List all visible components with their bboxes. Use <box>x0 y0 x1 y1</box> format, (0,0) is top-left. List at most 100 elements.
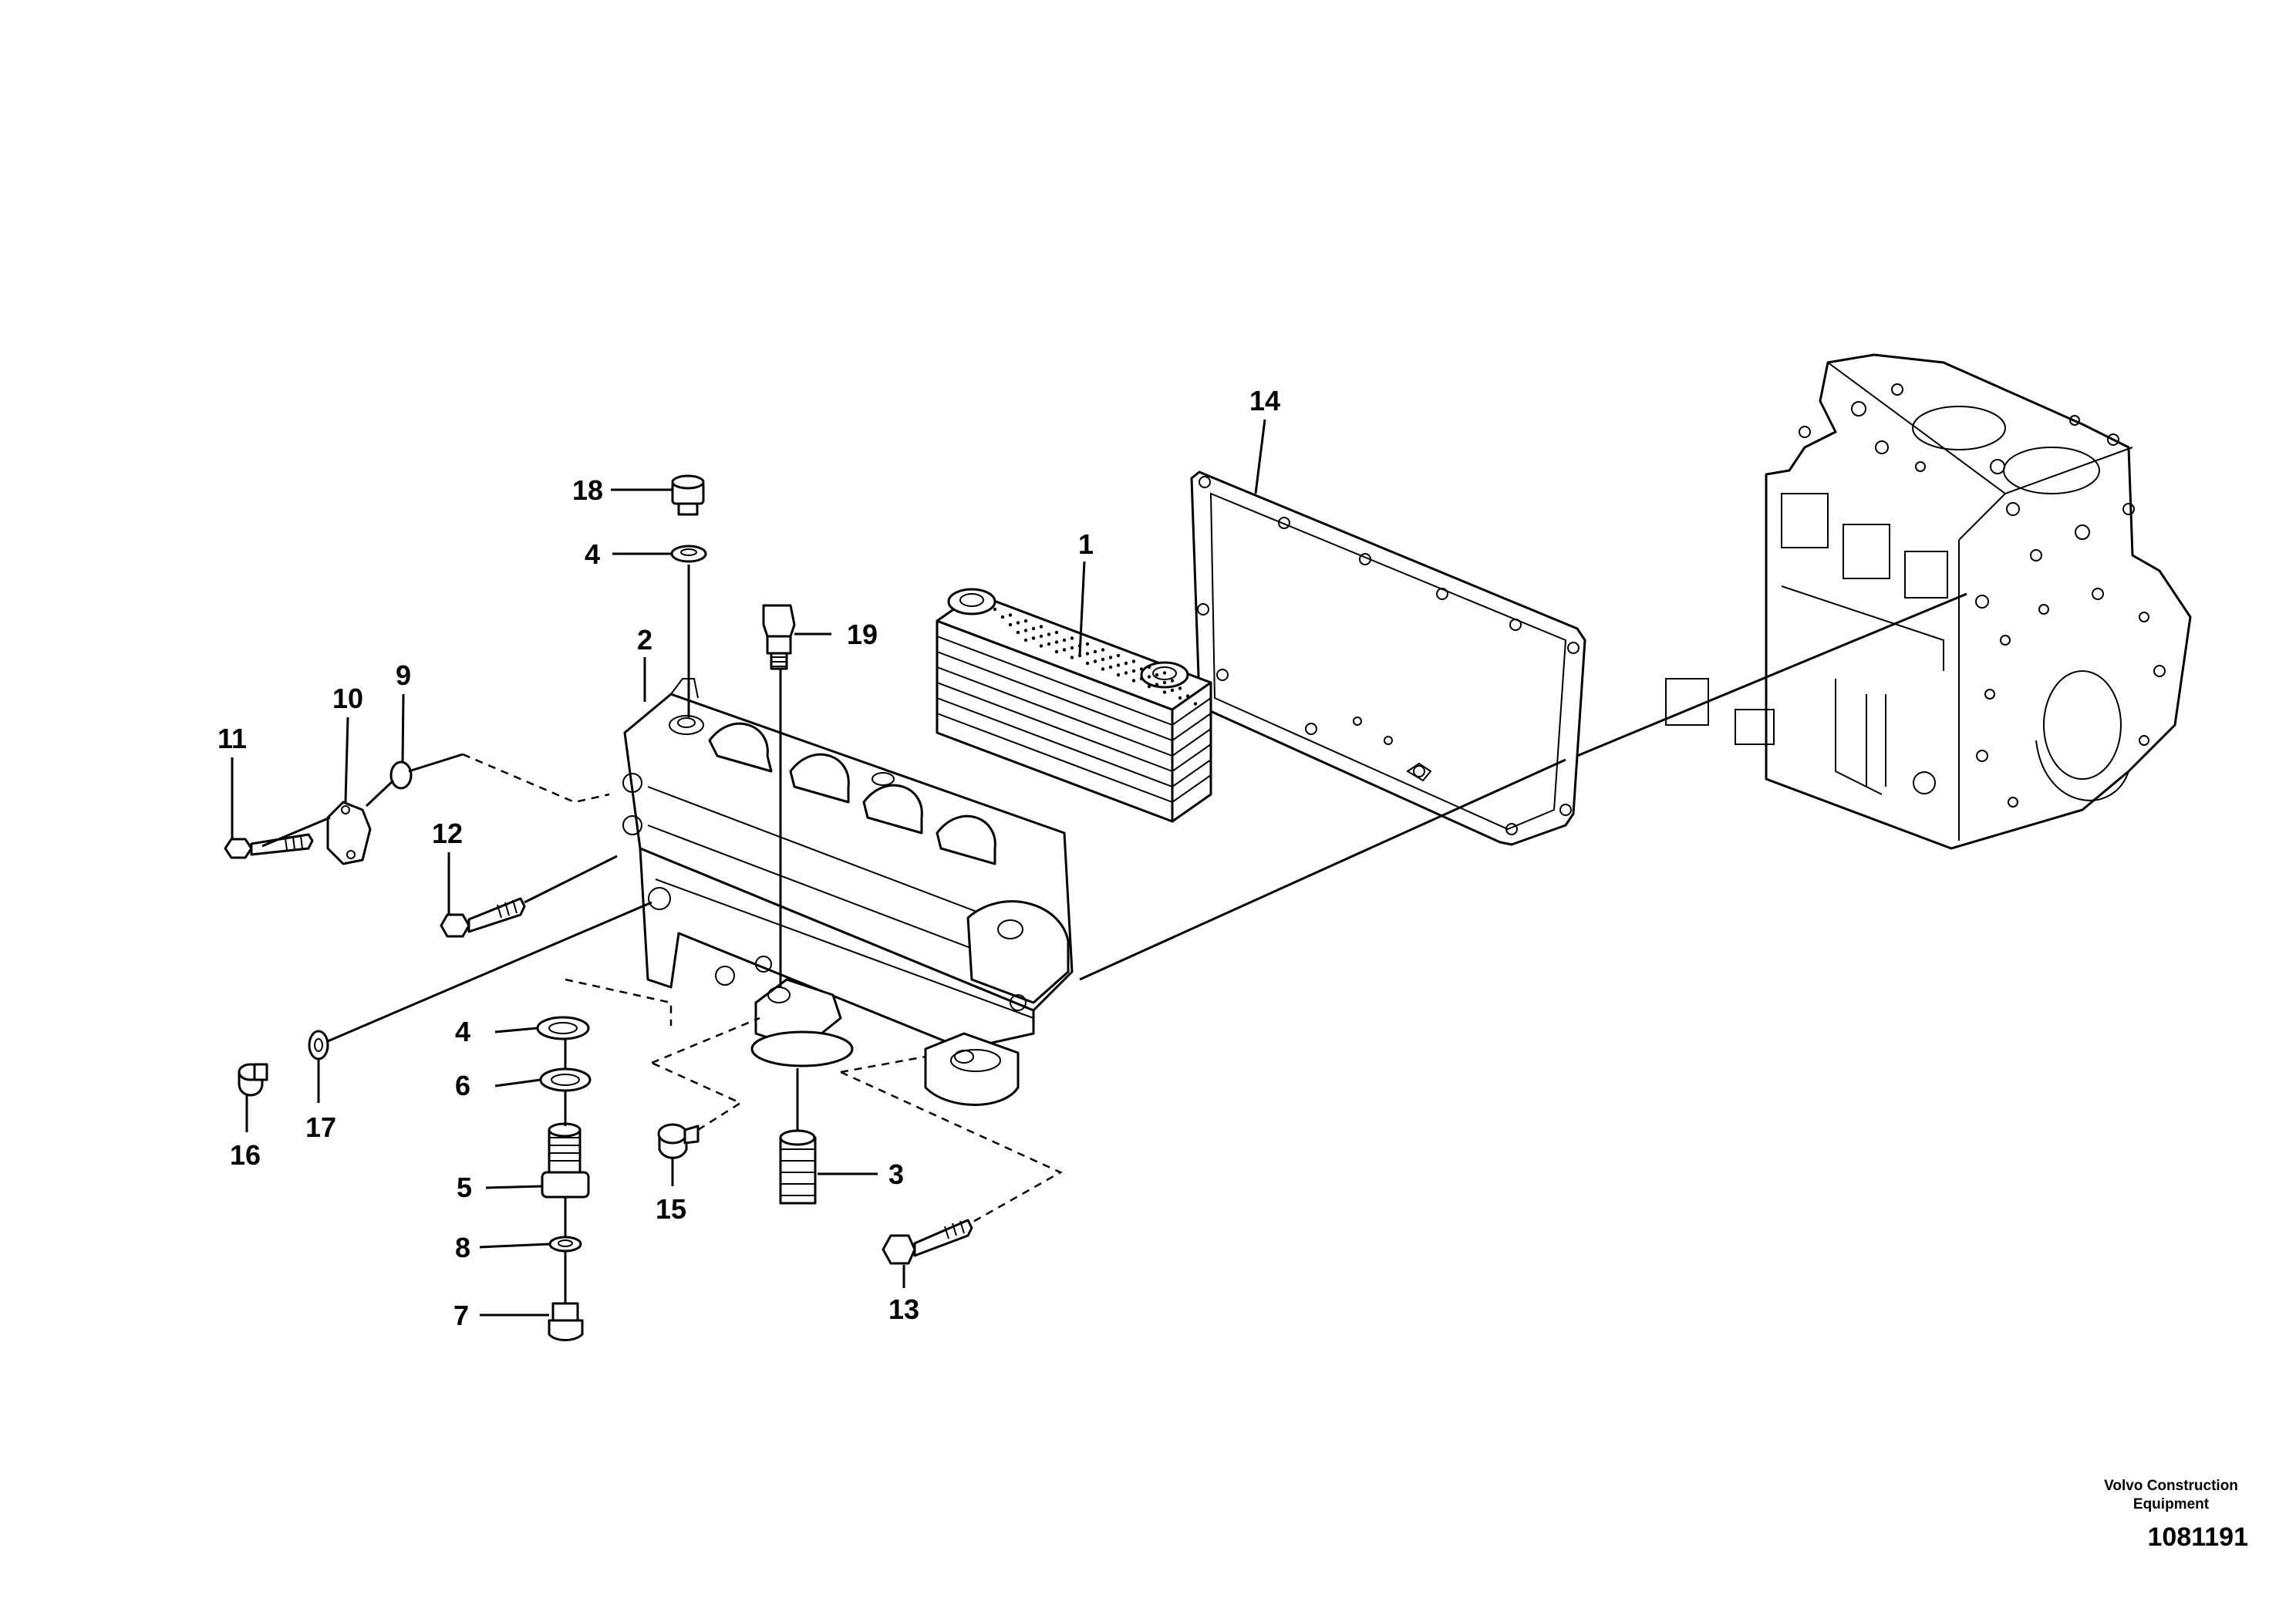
cooler-dot <box>1023 629 1028 632</box>
cooler-dot <box>1170 679 1175 683</box>
callout-5: 5 <box>457 1172 472 1203</box>
callout-10: 10 <box>332 683 363 714</box>
cooler-dot <box>1155 673 1159 677</box>
assembly-lines <box>261 565 1967 1303</box>
cooler-dot <box>1054 649 1059 654</box>
cooler-dot <box>1162 671 1167 675</box>
callout-18: 18 <box>572 474 603 506</box>
plug-part-7 <box>548 1302 584 1341</box>
cooler-dot <box>1162 690 1167 694</box>
leader-lines <box>231 419 1266 1317</box>
cooler-dot <box>1139 667 1144 671</box>
cooler-dot <box>1124 661 1128 666</box>
callout-2: 2 <box>637 624 652 656</box>
plug-part-18 <box>671 474 705 516</box>
cooler-dot <box>1131 679 1136 683</box>
gasket-part-14 <box>1190 470 1586 846</box>
cooler-dot <box>1147 675 1151 679</box>
callout-11: 11 <box>217 723 247 754</box>
washer-part-4-top <box>670 545 707 563</box>
cooler-dot <box>1101 657 1105 662</box>
washer-part-4-lower <box>536 1016 590 1040</box>
callout-labels: 1 2 3 4 4 5 6 7 8 9 10 11 12 13 14 15 16… <box>217 385 1280 1331</box>
cooler-dot <box>1054 630 1059 635</box>
cooler-dot <box>1193 702 1198 706</box>
cooler-dot <box>1039 625 1043 629</box>
callout-3: 3 <box>888 1158 904 1190</box>
cooler-dot <box>1008 622 1013 627</box>
callout-13: 13 <box>888 1293 919 1325</box>
cooler-dot <box>1101 648 1105 652</box>
cooler-dot <box>1031 626 1036 631</box>
cooler-dot <box>1101 667 1105 671</box>
cooler-dot <box>1093 659 1097 663</box>
callout-6: 6 <box>455 1070 470 1101</box>
cooler-dot <box>1131 659 1136 663</box>
cooler-dot <box>1093 649 1097 654</box>
cooler-dot <box>1085 642 1090 646</box>
brand-line-1: Volvo Construction <box>2104 1478 2238 1494</box>
cooler-dot <box>1039 644 1043 648</box>
cooler-dot <box>1023 638 1028 642</box>
bolt-part-11 <box>224 833 314 859</box>
cooler-dot <box>1147 665 1151 669</box>
engine-block <box>1665 353 2192 850</box>
callout-12: 12 <box>432 818 463 849</box>
filter-housing-part-2 <box>622 678 1074 1106</box>
cooler-dot <box>1008 613 1013 617</box>
callout-4-lower: 4 <box>455 1016 470 1047</box>
bolt-part-13 <box>882 1219 973 1265</box>
cooler-dot <box>1085 661 1090 666</box>
cooler-dot <box>1185 694 1190 698</box>
cooler-dot <box>1047 642 1051 646</box>
cooler-dot <box>1070 636 1074 640</box>
footer-brand: Volvo Construction Equipment <box>2094 1477 2248 1514</box>
cooler-dot <box>1031 636 1036 640</box>
sensor-part-19 <box>762 604 796 670</box>
cooler-dot <box>1131 669 1136 673</box>
o-ring-part-9 <box>389 760 413 790</box>
plug-part-15 <box>657 1123 700 1159</box>
cooler-dot <box>1016 630 1020 635</box>
callout-8: 8 <box>455 1232 470 1263</box>
cooler-dot <box>1039 634 1043 639</box>
cooler-dot <box>1178 686 1182 690</box>
oil-cooler-part-1 <box>936 588 1212 823</box>
cooler-dot <box>1108 656 1113 659</box>
cooler-dot <box>1162 680 1167 685</box>
washer-part-17 <box>308 1030 329 1061</box>
cover-plate-part-10 <box>326 801 372 865</box>
cooler-dot <box>1178 696 1182 700</box>
cooler-dot <box>1023 619 1028 623</box>
washer-part-8 <box>548 1236 582 1253</box>
cooler-dot <box>1108 665 1113 669</box>
callout-14: 14 <box>1249 385 1280 416</box>
cooler-dot <box>1047 632 1051 636</box>
cooler-dot <box>1170 688 1175 693</box>
cooler-dot <box>1000 615 1005 619</box>
cooler-dot <box>1062 638 1067 642</box>
cooler-dot <box>1116 663 1121 667</box>
document-number: 1081191 <box>2147 1523 2249 1552</box>
bolt-part-12 <box>440 897 526 938</box>
cooler-dot <box>1085 652 1090 656</box>
cooler-dot <box>1070 646 1074 650</box>
cooler-dot <box>1062 648 1067 652</box>
callout-4-top: 4 <box>585 538 600 570</box>
cooler-dot <box>1155 683 1159 686</box>
callout-15: 15 <box>656 1193 686 1225</box>
cooler-dot <box>1147 684 1151 689</box>
fitting-part-5 <box>541 1122 590 1199</box>
sleeve-part-3 <box>779 1129 817 1205</box>
cooler-dot <box>1070 656 1074 659</box>
callout-9: 9 <box>396 659 411 691</box>
callout-1: 1 <box>1078 528 1094 560</box>
washer-part-6 <box>539 1067 592 1092</box>
cooler-dot <box>1116 653 1121 658</box>
cooler-dot <box>1139 676 1144 681</box>
cooler-dot <box>1016 621 1020 625</box>
callout-17: 17 <box>305 1111 336 1143</box>
callout-19: 19 <box>847 619 878 650</box>
callout-7: 7 <box>453 1300 469 1331</box>
